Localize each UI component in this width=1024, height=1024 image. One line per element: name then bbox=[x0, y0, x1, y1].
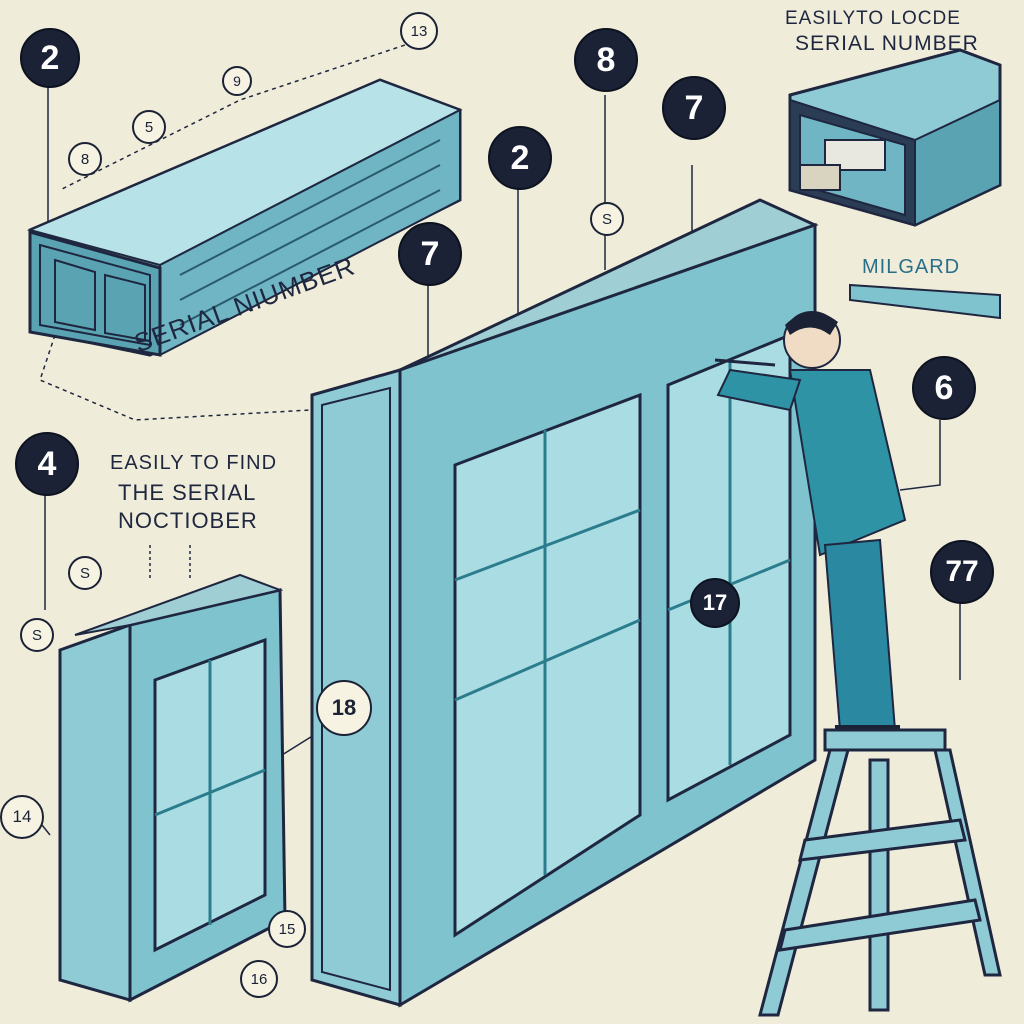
callout-16: 16 bbox=[240, 960, 278, 998]
callout-15: 15 bbox=[268, 910, 306, 948]
locate-label-line2: SERIAL NUMBER bbox=[795, 32, 979, 55]
callout-6: 6 bbox=[912, 356, 976, 420]
callout-9: 9 bbox=[222, 66, 252, 96]
callout-2-mid: 2 bbox=[488, 126, 552, 190]
callout-77: 77 bbox=[930, 540, 994, 604]
callout-s-mid: S bbox=[590, 202, 624, 236]
brand-label: MILGARD bbox=[862, 256, 961, 278]
callout-7-right: 7 bbox=[662, 76, 726, 140]
callout-4: 4 bbox=[15, 432, 79, 496]
callout-8: 8 bbox=[574, 28, 638, 92]
top-right-profile bbox=[788, 48, 1002, 227]
callout-7-mid: 7 bbox=[398, 222, 462, 286]
find-label-line3: NOCTIOBER bbox=[118, 508, 258, 533]
callout-18: 18 bbox=[316, 680, 372, 736]
find-label-line1: EASILY TO FIND bbox=[110, 452, 278, 474]
person bbox=[714, 311, 907, 745]
milgard-part bbox=[849, 283, 1001, 320]
callout-2-topleft: 2 bbox=[20, 28, 80, 88]
ladder bbox=[758, 728, 1002, 1017]
callout-17-window: 17 bbox=[690, 578, 740, 628]
callout-s-a: S bbox=[68, 556, 102, 590]
callout-5: 5 bbox=[132, 110, 166, 144]
callout-14: 14 bbox=[0, 795, 44, 839]
callout-s-b: S bbox=[20, 618, 54, 652]
find-label-line2: THE SERIAL bbox=[118, 480, 257, 505]
locate-label-line1: EASILYTO LOCDE bbox=[785, 8, 961, 29]
callout-8-small: 8 bbox=[68, 142, 102, 176]
small-window bbox=[58, 573, 287, 1003]
top-left-profile bbox=[26, 78, 463, 357]
callout-13: 13 bbox=[400, 12, 438, 50]
